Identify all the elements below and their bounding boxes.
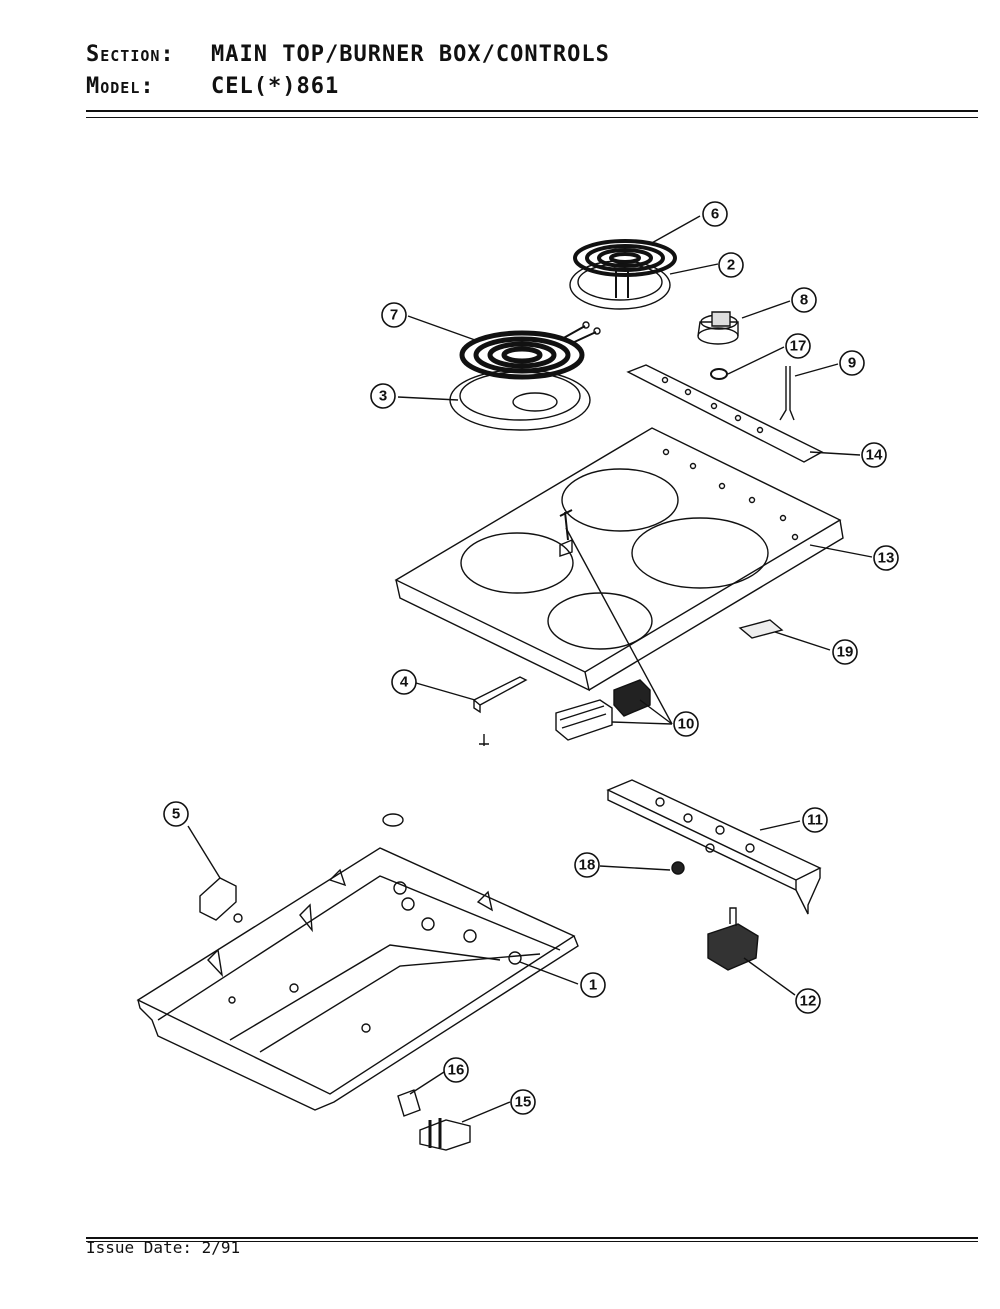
callout-12: 12 (800, 993, 817, 1010)
callout-17: 17 (790, 338, 807, 355)
section-line: Section: MAIN TOP/BURNER BOX/CONTROLS (86, 42, 610, 67)
coil-large (459, 330, 585, 380)
callout-10: 10 (678, 716, 695, 733)
callout-5: 5 (172, 806, 180, 823)
callout-group (163, 201, 899, 1115)
callout-7: 7 (390, 307, 398, 324)
mounting-bracket (199, 877, 243, 923)
burner-box (136, 847, 579, 1111)
callout-2: 2 (727, 257, 735, 274)
top-opening-rear-left (561, 468, 679, 532)
footer-rule (86, 1237, 978, 1239)
mounting-screw (559, 509, 573, 541)
model-key: Model: (86, 74, 155, 99)
control-knob (697, 311, 739, 345)
top-opening-front-right (547, 592, 653, 650)
cord-connector (397, 1089, 471, 1151)
callout-3: 3 (379, 388, 387, 405)
header-rule (86, 110, 978, 112)
shaft-nut (671, 861, 685, 875)
rating-label (738, 619, 784, 639)
footer-rule-thin (86, 1241, 978, 1242)
callout-4: 4 (400, 674, 409, 691)
callout-1: 1 (589, 977, 597, 994)
model-value: CEL(*)861 (211, 74, 340, 99)
leader-lines (187, 215, 873, 1123)
callout-13: 13 (878, 550, 895, 567)
small-screw (479, 734, 489, 746)
wire-lead (779, 366, 795, 421)
callout-16: 16 (448, 1062, 465, 1079)
callout-19: 19 (837, 644, 854, 661)
control-panel-strip (626, 364, 824, 463)
callout-6: 6 (711, 206, 719, 223)
top-opening-rear-right (631, 517, 769, 589)
control-bracket (606, 779, 822, 915)
top-opening-front-left (460, 532, 574, 594)
header-rule-thin (86, 117, 978, 118)
callout-15: 15 (515, 1094, 532, 1111)
issue-date: Issue Date: 2/91 (86, 1238, 241, 1257)
section-key: Section: (86, 42, 175, 67)
surface-element-large (449, 321, 601, 431)
callout-9: 9 (848, 355, 856, 372)
hex-nut (382, 813, 404, 827)
terminal-block (555, 679, 651, 741)
main-top (394, 427, 844, 692)
model-line: Model: CEL(*)861 (86, 74, 339, 99)
callout-14: 14 (866, 447, 883, 464)
infinite-switch (707, 907, 759, 971)
coil-small (573, 239, 677, 277)
callout-11: 11 (807, 812, 823, 829)
section-value: MAIN TOP/BURNER BOX/CONTROLS (211, 42, 610, 67)
support-brace (472, 676, 528, 714)
callout-8: 8 (800, 292, 808, 309)
surface-element-small (569, 239, 677, 310)
callout-18: 18 (579, 857, 596, 874)
knob-spring (710, 368, 728, 380)
